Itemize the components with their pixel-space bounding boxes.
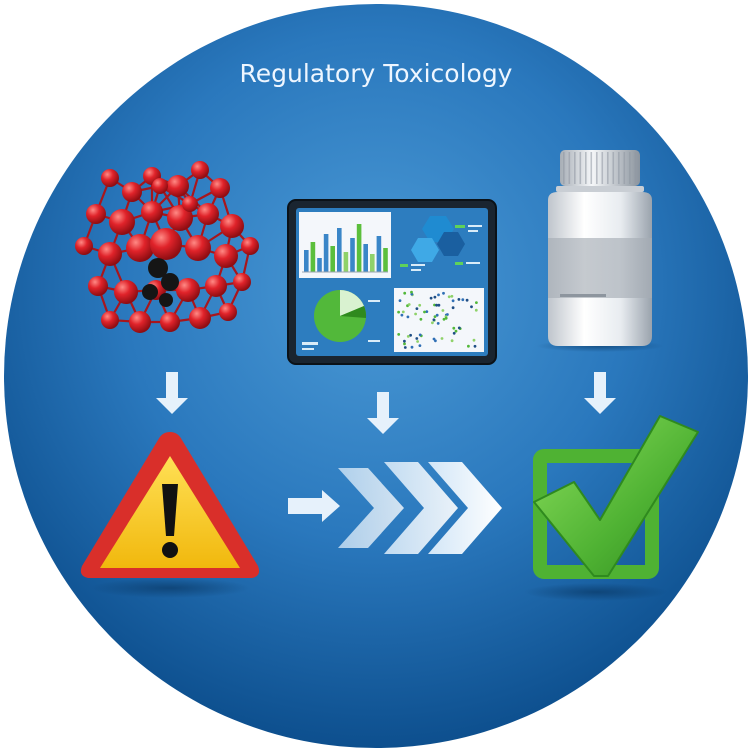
process-chevron-arrows-icon	[288, 462, 502, 554]
background-circle	[4, 4, 748, 748]
approved-checkbox-icon	[524, 415, 699, 601]
down-arrow-icon	[584, 372, 616, 414]
down-arrow-icon	[156, 372, 188, 414]
diagram-title: Regulatory Toxicology	[240, 59, 513, 88]
warning-triangle-icon	[80, 432, 260, 598]
medicine-bottle-icon	[536, 150, 664, 352]
down-arrow-icon	[367, 392, 399, 434]
data-analysis-dashboard-icon	[287, 199, 497, 365]
chemical-molecule-icon	[75, 161, 259, 333]
